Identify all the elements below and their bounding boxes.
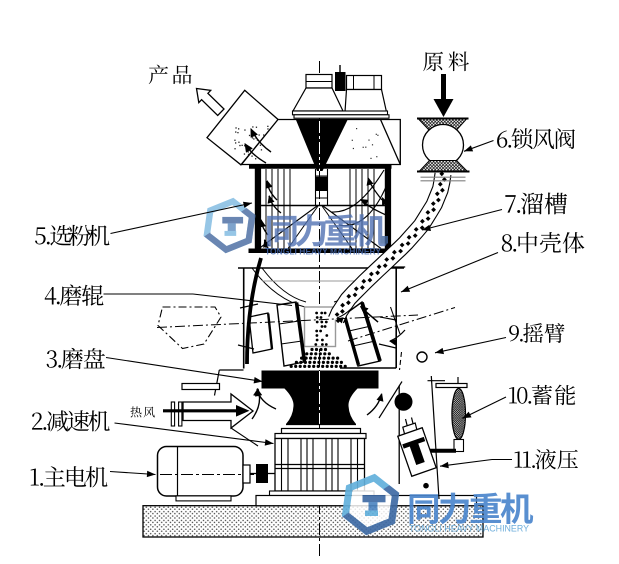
svg-text:TONGLI HEAVY MACHINERY: TONGLI HEAVY MACHINERY <box>265 247 381 257</box>
svg-text:TONGLI HEAVY MACHINERY: TONGLI HEAVY MACHINERY <box>409 524 529 534</box>
